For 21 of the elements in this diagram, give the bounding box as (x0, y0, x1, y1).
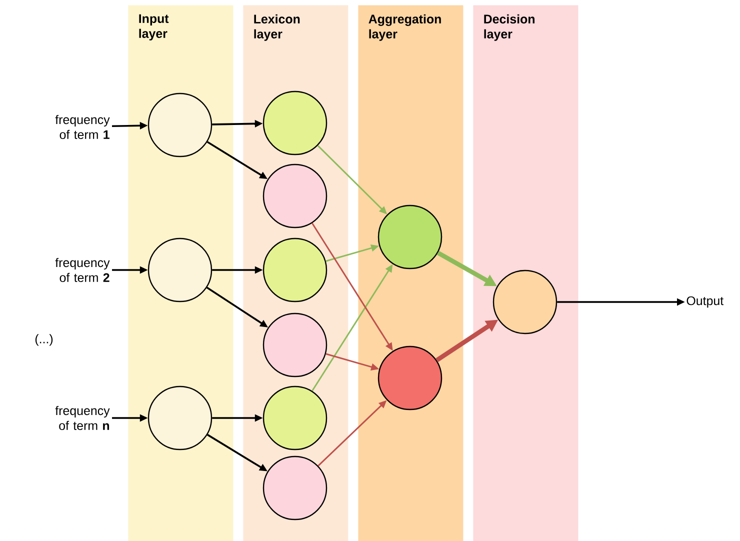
layer-heading: Aggregation layer (368, 14, 441, 41)
neuron-circle (262, 386, 328, 450)
neuron-circle (262, 90, 328, 156)
neuron-circle (148, 238, 212, 302)
layer-heading: Input layer (139, 14, 169, 40)
neuron-circle (262, 456, 328, 520)
ellipsis-label: (...) (35, 334, 53, 346)
neuron-circle (378, 346, 442, 410)
neuron-circle (148, 92, 212, 158)
neuron-circle (148, 386, 212, 450)
input-label: frequency of term n (55, 406, 110, 430)
layer-heading: Decision layer (484, 14, 534, 41)
input-label: frequency of term 2 (55, 258, 110, 282)
neuron-circle (492, 270, 558, 334)
neuron-circle (262, 238, 328, 302)
neuron-circle (378, 204, 442, 270)
input-label: frequency of term 1 (55, 114, 110, 140)
neuron-circle (262, 164, 328, 228)
output-label: Output (686, 296, 724, 308)
layer-heading: Lexicon layer (254, 14, 300, 41)
neuron-circle (262, 312, 328, 378)
